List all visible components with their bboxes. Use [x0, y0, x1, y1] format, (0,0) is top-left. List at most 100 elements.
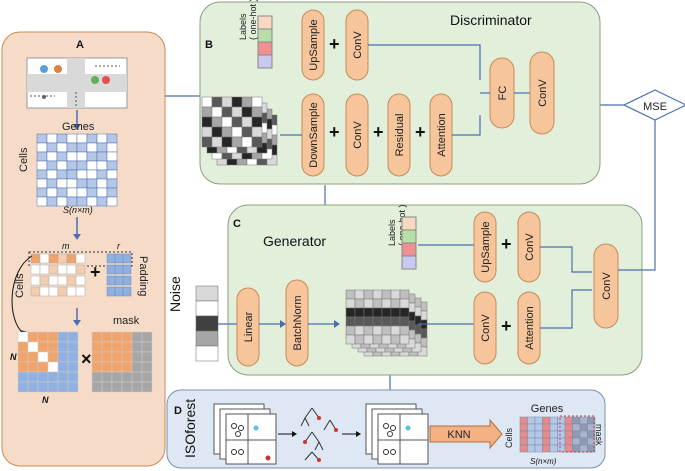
- grid-cell: [66, 178, 78, 189]
- arrow-head-1: [73, 124, 81, 130]
- gen-batchnorm-label: BatchNorm: [292, 295, 304, 350]
- grid-cell: [564, 437, 573, 446]
- grid-cell: [557, 423, 566, 432]
- grid-cell: [345, 334, 356, 345]
- grid-cell: [572, 444, 581, 453]
- grid-cell: [106, 196, 118, 207]
- grid-cell: [399, 325, 410, 336]
- grid-cell: [122, 253, 132, 264]
- mse-label: MSE: [643, 101, 667, 113]
- grid-cell: [76, 178, 88, 189]
- grid-cell: [67, 341, 79, 353]
- grid-cell: [363, 298, 374, 309]
- grid-cell: [141, 371, 153, 383]
- disc-plus-3: +: [373, 122, 384, 142]
- grid-cell: [131, 351, 143, 363]
- grid-cell: [36, 178, 48, 189]
- grid-cell: [221, 136, 233, 148]
- grid-cell: [201, 126, 213, 138]
- grid-cell: [91, 381, 103, 393]
- grid-cell: [106, 160, 118, 171]
- grid-cell: [557, 416, 566, 425]
- grid-cell: [47, 361, 59, 373]
- grid-cell: [114, 275, 124, 286]
- grid-cell: [121, 341, 133, 353]
- grid-cell: [141, 361, 153, 373]
- grid-cell: [106, 264, 116, 275]
- grid-cell: [46, 133, 58, 144]
- grid-cell: [114, 286, 124, 297]
- grid-cell: [122, 286, 132, 297]
- grid-cell: [195, 345, 219, 362]
- grid-cell: [30, 253, 41, 264]
- grid-cell: [372, 298, 383, 309]
- mask-matrix: [91, 331, 153, 393]
- grid-cell: [381, 334, 392, 345]
- grid-cell: [542, 416, 551, 425]
- mse-diamond: [622, 89, 685, 121]
- grid-cell: [27, 371, 39, 383]
- grid-cell: [221, 116, 233, 128]
- grid-cell: [122, 275, 132, 286]
- disc-plus-1: +: [329, 34, 340, 54]
- grid-cell: [48, 253, 59, 264]
- grid-cell: [231, 106, 243, 118]
- knn-label: KNN: [447, 429, 470, 441]
- grid-cell: [27, 331, 39, 343]
- grid-cell: [91, 341, 103, 353]
- grid-cell: [241, 116, 253, 128]
- grid-cell: [57, 361, 69, 373]
- grid-cell: [36, 142, 48, 153]
- grid-cell: [363, 325, 374, 336]
- grid-cell: [354, 307, 365, 318]
- grid-cell: [131, 371, 143, 383]
- grid-cell: [241, 96, 253, 108]
- grid-cell: [56, 142, 68, 153]
- grid-cell: [141, 331, 153, 343]
- grid-cell: [46, 187, 58, 198]
- grid-cell: [96, 187, 108, 198]
- grid-cell: [557, 444, 566, 453]
- grid-cell: [579, 437, 588, 446]
- grid-cell: [195, 330, 219, 347]
- grid-cell: [572, 423, 581, 432]
- panel-c-label-swatches: [401, 216, 417, 270]
- grid-cell: [56, 133, 68, 144]
- disc-fc-label: FC: [497, 86, 509, 101]
- grid-cell: [66, 253, 77, 264]
- grid-cell: [381, 325, 392, 336]
- grid-cell: [101, 371, 113, 383]
- panel-c-labels-onehot-text: Labels: [387, 219, 397, 246]
- grid-cell: [221, 106, 233, 118]
- grid-cell: [579, 430, 588, 439]
- grid-cell: [101, 381, 113, 393]
- grid-cell: [66, 142, 78, 153]
- grid-cell: [66, 151, 78, 162]
- gen-linear-block: [236, 287, 260, 367]
- grid-cell: [76, 142, 88, 153]
- grid-cell: [241, 106, 253, 118]
- grid-cell: [201, 106, 213, 118]
- panel-a-times: ×: [81, 349, 92, 369]
- panel-a-n-bottom: N: [42, 395, 49, 405]
- grid-cell: [37, 351, 49, 363]
- grid-cell: [549, 423, 558, 432]
- grid-cell: [111, 371, 123, 383]
- panel-a-mask-label: mask: [113, 315, 140, 327]
- grid-cell: [399, 316, 410, 327]
- grid-cell: [372, 325, 383, 336]
- grid-cell: [57, 381, 69, 393]
- grid-cell: [37, 381, 49, 393]
- grid-cell: [549, 444, 558, 453]
- grid-cell: [66, 133, 78, 144]
- grid-cell: [67, 381, 79, 393]
- grid-cell: [46, 151, 58, 162]
- grid-cell: [91, 351, 103, 363]
- grid-cell: [30, 264, 41, 275]
- grid-cell: [372, 289, 383, 300]
- gen-conv-out-block: [593, 243, 619, 329]
- grid-cell: [549, 416, 558, 425]
- panel-a-genes-label: Genes: [62, 121, 95, 133]
- grid-cell: [363, 289, 374, 300]
